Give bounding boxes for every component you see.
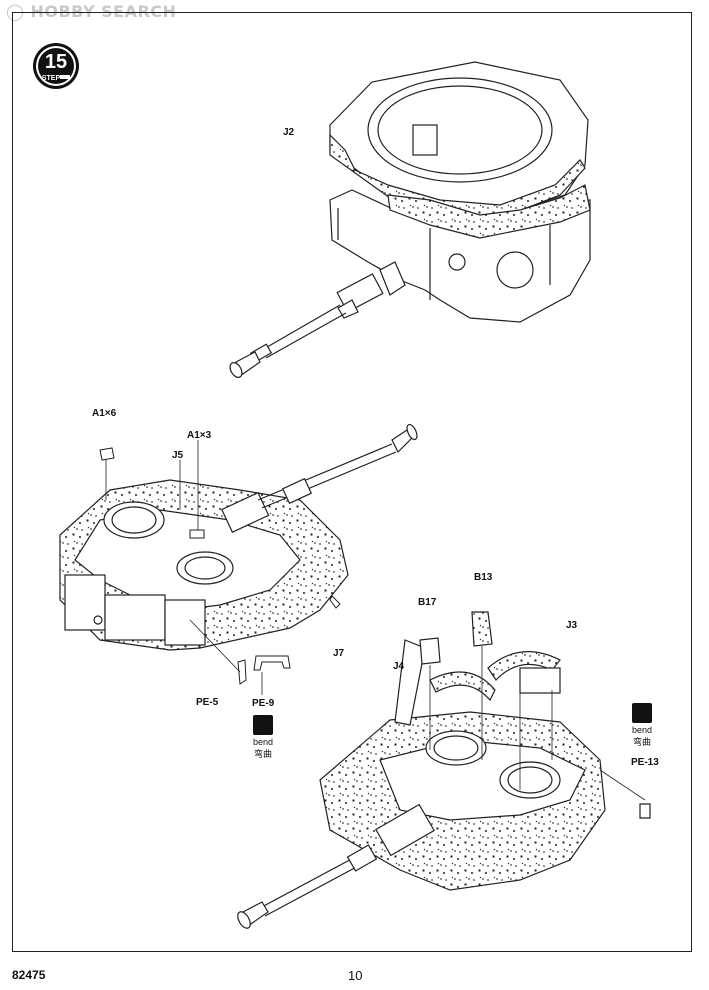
- part-b13: [471, 611, 493, 647]
- leader-lines-bottom: [429, 646, 646, 801]
- label-j3: J3: [566, 620, 578, 631]
- step-number: 15: [45, 51, 67, 73]
- bend-note-en: bend: [252, 737, 274, 747]
- kit-number: 82475: [12, 968, 46, 982]
- bend-icon: [632, 703, 652, 723]
- bend-note-cn: 弯曲: [253, 749, 272, 759]
- label-pe13: PE-13: [631, 757, 659, 768]
- part-j7: [329, 595, 341, 609]
- bend-note-pe9: bend 弯曲: [249, 715, 277, 760]
- label-j5: J5: [172, 450, 184, 461]
- label-b13: B13: [474, 572, 493, 583]
- bend-icon: [253, 715, 273, 735]
- part-a1-triple: [189, 529, 205, 539]
- part-j3-frame: [519, 667, 561, 694]
- bend-note-pe13: bend 弯曲: [628, 703, 656, 748]
- step-gear-icon: 15 STEP: [33, 43, 79, 89]
- part-j4: [394, 639, 426, 726]
- label-j2: J2: [283, 127, 295, 138]
- bend-note-en: bend: [631, 725, 653, 735]
- label-j7: J7: [333, 648, 345, 659]
- watermark-logo-icon: ◯: [6, 2, 25, 21]
- part-pe13: [639, 803, 651, 819]
- part-pe5: [237, 659, 247, 685]
- hobby-search-watermark: ◯ HOBBY SEARCH: [6, 2, 177, 21]
- label-j4: J4: [393, 661, 405, 672]
- part-a1-periscope: [99, 447, 115, 461]
- small-parts-middle: [99, 447, 341, 685]
- label-a1x6: A1×6: [92, 408, 117, 419]
- part-b17: [419, 637, 441, 665]
- bend-note-cn: 弯曲: [632, 737, 651, 747]
- instruction-page-frame: [12, 12, 692, 952]
- step-badge: 15 STEP: [30, 40, 82, 97]
- label-pe5: PE-5: [196, 697, 219, 708]
- label-a1x3: A1×3: [187, 430, 212, 441]
- leader-lines-middle: [105, 440, 263, 695]
- label-b17: B17: [418, 597, 437, 608]
- turret-top-drawing: [229, 61, 591, 378]
- turret-bottom-drawing: [237, 611, 651, 929]
- tank-silhouette-icon: [60, 75, 70, 79]
- step-word: STEP: [42, 75, 61, 82]
- turret-middle-drawing: [59, 423, 418, 651]
- page-number: 10: [348, 968, 363, 983]
- part-pe9: [253, 655, 291, 671]
- label-pe9: PE-9: [252, 698, 275, 709]
